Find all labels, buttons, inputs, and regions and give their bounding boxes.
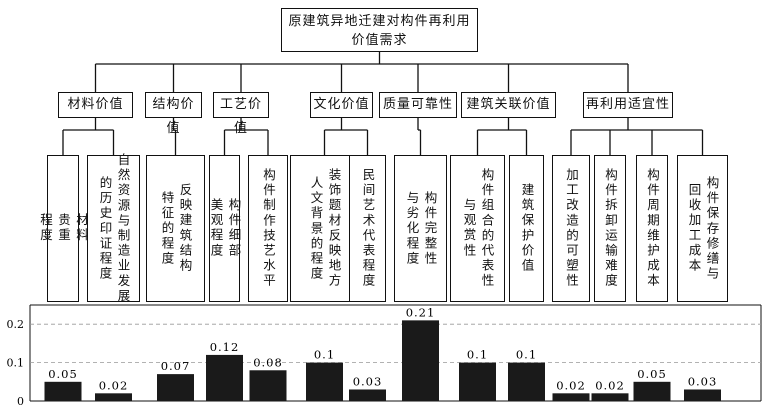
indicator-text: 与观赏性 [461,198,477,259]
indicator-text: 特征的程度 [159,190,175,267]
indicator-4: 构件细部美观程度 [208,155,242,302]
indicator-5: 构件制作技艺水平 [248,155,288,302]
bar-1 [44,381,82,401]
bar-value-label: 0.21 [406,305,436,319]
category-6: 建筑关联价值 [461,92,556,118]
indicator-text: 构件拆卸运输难度 [603,168,618,289]
indicator-text: 构件完整性 [422,190,438,267]
bar-value-label: 0.07 [161,359,191,373]
indicator-text: 民间艺术代表程度 [360,168,376,289]
indicator-7: 民间艺术代表程度 [349,155,386,302]
indicator-text: 加工改造的可塑性 [564,168,579,289]
indicator-3: 反映建筑结构特征的程度 [146,155,205,302]
indicator-text: 材料 [74,213,89,244]
indicator-text: 美观程度 [208,198,224,259]
bar-value-label: 0.02 [595,378,625,392]
bar-14 [684,389,721,401]
indicator-text: 构件周期维护成本 [645,168,660,289]
bar-value-label: 0.1 [314,348,335,362]
bar-3 [157,374,194,401]
bar-12 [591,393,629,401]
bar-8 [402,320,439,401]
bar-5 [249,370,287,401]
bar-value-label: 0.1 [516,348,537,362]
indicator-text: 建筑保护价值 [519,183,535,274]
indicator-10: 建筑保护价值 [509,155,544,302]
bar-value-label: 0.02 [556,378,586,392]
indicator-12: 构件拆卸运输难度 [594,155,626,302]
category-1: 材料价值 [58,92,133,118]
indicator-8: 构件完整性与劣化程度 [394,155,447,302]
indicator-6: 装饰题材反映地方人文背景的程度 [290,155,359,302]
bar-value-label: 0.03 [353,374,383,388]
category-3: 工艺价值 [213,92,269,136]
bar-9 [459,362,496,401]
indicator-text: 构件组合的代表性 [479,168,495,289]
indicator-text: 装饰题材反映地方 [326,168,342,289]
indicator-text: 回收加工成本 [686,183,702,274]
indicator-1: 材料贵重程度 [38,155,89,302]
indicator-text: 自然资源与制造业发展 [115,153,131,304]
bar-value-label: 0.05 [637,367,667,381]
bar-11 [552,393,590,401]
y-tick-label: 0 [17,395,24,408]
bar-value-label: 0.12 [210,340,240,354]
indicator-14: 构件保存修缮与回收加工成本 [677,155,728,302]
bar-2 [95,393,132,401]
indicator-text: 贵重 [56,213,71,244]
category-2: 结构价值 [145,92,202,136]
root-node: 原建筑异地迁建对构件再利用 价值需求 [281,8,478,52]
bar-10 [508,362,545,401]
indicator-text: 构件制作技艺水平 [261,168,276,289]
bar-value-label: 0.05 [48,367,78,381]
y-tick-label: 0.1 [7,357,25,370]
root-line-1: 原建筑异地迁建对构件再利用 [288,14,471,29]
indicator-text: 人文背景的程度 [308,175,324,282]
indicator-text: 反映建筑结构 [177,183,193,274]
bar-6 [306,362,343,401]
indicator-2: 自然资源与制造业发展的历史印证程度 [87,153,140,304]
bar-value-label: 0.02 [99,378,129,392]
category-7: 再利用适宜性 [583,92,673,118]
indicator-9: 构件组合的代表性与观赏性 [450,155,505,302]
bar-value-label: 0.03 [688,374,718,388]
bar-7 [349,389,386,401]
indicator-text: 构件保存修缮与 [704,175,720,282]
bar-value-label: 0.1 [467,348,488,362]
indicator-text: 程度 [38,213,53,244]
bar-value-label: 0.08 [253,355,283,369]
indicator-text: 构件细部 [226,198,242,259]
category-4: 文化价值 [310,92,373,118]
indicator-text: 的历史印证程度 [97,175,113,282]
y-tick-label: 0.2 [7,318,25,331]
indicator-text: 与劣化程度 [404,190,420,267]
root-line-2: 价值需求 [351,33,408,48]
indicator-11: 加工改造的可塑性 [552,155,590,302]
bar-13 [633,381,671,401]
bar-4 [206,354,243,401]
indicator-13: 构件周期维护成本 [636,155,668,302]
category-5: 质量可靠性 [379,92,457,118]
